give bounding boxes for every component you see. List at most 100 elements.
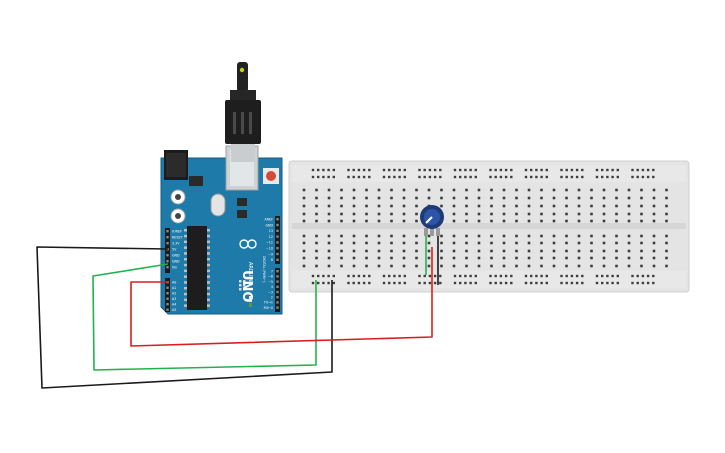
breadboard-hole[interactable]	[415, 249, 418, 253]
rail-hole[interactable]	[332, 168, 335, 172]
breadboard-hole[interactable]	[440, 256, 443, 260]
rail-hole[interactable]	[535, 175, 538, 179]
rail-hole[interactable]	[540, 175, 543, 179]
rail-hole[interactable]	[464, 281, 467, 285]
breadboard-hole[interactable]	[327, 204, 331, 208]
breadboard-hole[interactable]	[590, 196, 593, 200]
breadboard-hole[interactable]	[527, 241, 531, 245]
breadboard-hole[interactable]	[452, 212, 456, 216]
rail-hole[interactable]	[504, 175, 508, 179]
rail-hole[interactable]	[423, 281, 426, 285]
breadboard-hole[interactable]	[552, 219, 556, 223]
breadboard-hole[interactable]	[652, 212, 656, 216]
breadboard-hole[interactable]	[315, 249, 318, 253]
rail-hole[interactable]	[646, 274, 650, 278]
rail-hole[interactable]	[631, 281, 634, 285]
breadboard-hole[interactable]	[590, 249, 593, 253]
rail-hole[interactable]	[428, 175, 432, 179]
breadboard-hole[interactable]	[652, 204, 656, 208]
breadboard-hole[interactable]	[365, 256, 368, 260]
breadboard-hole[interactable]	[527, 234, 531, 238]
breadboard-hole[interactable]	[477, 256, 481, 260]
rail-hole[interactable]	[311, 168, 315, 172]
breadboard-hole[interactable]	[590, 212, 593, 216]
breadboard[interactable]	[288, 160, 690, 293]
rail-hole[interactable]	[530, 274, 533, 278]
breadboard-hole[interactable]	[565, 219, 568, 223]
breadboard-hole[interactable]	[640, 196, 643, 200]
breadboard-hole[interactable]	[315, 241, 318, 245]
breadboard-hole[interactable]	[440, 196, 443, 200]
rail-hole[interactable]	[322, 175, 325, 179]
header-pin[interactable]	[166, 303, 169, 306]
breadboard-hole[interactable]	[302, 196, 306, 200]
breadboard-hole[interactable]	[465, 249, 468, 253]
breadboard-hole[interactable]	[615, 212, 618, 216]
rail-hole[interactable]	[510, 175, 513, 179]
rail-hole[interactable]	[459, 175, 462, 179]
rail-hole[interactable]	[327, 168, 330, 172]
rail-hole[interactable]	[646, 168, 650, 172]
breadboard-hole[interactable]	[477, 212, 481, 216]
breadboard-hole[interactable]	[402, 256, 406, 260]
reset-button-cap[interactable]	[266, 171, 276, 181]
rail-hole[interactable]	[631, 274, 634, 278]
breadboard-hole[interactable]	[427, 241, 431, 245]
breadboard-hole[interactable]	[365, 204, 368, 208]
rail-hole[interactable]	[570, 168, 574, 172]
rail-hole[interactable]	[646, 281, 650, 285]
rail-hole[interactable]	[570, 281, 574, 285]
header-pin[interactable]	[166, 286, 169, 289]
breadboard-hole[interactable]	[340, 204, 343, 208]
rail-hole[interactable]	[428, 281, 432, 285]
rail-hole[interactable]	[641, 168, 645, 172]
breadboard-hole[interactable]	[365, 241, 368, 245]
breadboard-hole[interactable]	[490, 204, 493, 208]
breadboard-hole[interactable]	[565, 234, 568, 238]
breadboard-hole[interactable]	[527, 204, 531, 208]
breadboard-hole[interactable]	[665, 264, 668, 268]
rail-hole[interactable]	[459, 274, 462, 278]
breadboard-hole[interactable]	[552, 204, 556, 208]
rail-hole[interactable]	[510, 281, 513, 285]
rail-hole[interactable]	[641, 175, 645, 179]
rail-hole[interactable]	[581, 274, 584, 278]
breadboard-hole[interactable]	[552, 241, 556, 245]
breadboard-hole[interactable]	[390, 234, 393, 238]
rail-hole[interactable]	[388, 168, 391, 172]
rail-hole[interactable]	[388, 175, 391, 179]
breadboard-hole[interactable]	[627, 234, 631, 238]
rail-hole[interactable]	[616, 168, 619, 172]
rail-hole[interactable]	[595, 281, 599, 285]
breadboard-hole[interactable]	[327, 241, 331, 245]
rail-hole[interactable]	[510, 274, 513, 278]
breadboard-hole[interactable]	[377, 249, 381, 253]
breadboard-hole[interactable]	[527, 188, 531, 192]
breadboard-hole[interactable]	[377, 188, 381, 192]
breadboard-hole[interactable]	[540, 249, 543, 253]
rail-hole[interactable]	[382, 175, 386, 179]
breadboard-hole[interactable]	[552, 188, 556, 192]
breadboard-hole[interactable]	[365, 249, 368, 253]
header-pin[interactable]	[166, 266, 169, 269]
breadboard-hole[interactable]	[490, 256, 493, 260]
breadboard-hole[interactable]	[302, 212, 306, 216]
breadboard-hole[interactable]	[552, 264, 556, 268]
breadboard-hole[interactable]	[515, 204, 518, 208]
breadboard-hole[interactable]	[415, 204, 418, 208]
rail-hole[interactable]	[489, 168, 492, 172]
breadboard-hole[interactable]	[352, 256, 356, 260]
rail-hole[interactable]	[428, 168, 432, 172]
rail-hole[interactable]	[636, 168, 639, 172]
rail-hole[interactable]	[439, 281, 442, 285]
breadboard-hole[interactable]	[440, 241, 443, 245]
breadboard-hole[interactable]	[565, 212, 568, 216]
breadboard-hole[interactable]	[665, 241, 668, 245]
rail-hole[interactable]	[530, 175, 533, 179]
breadboard-hole[interactable]	[640, 264, 643, 268]
rail-hole[interactable]	[403, 168, 406, 172]
rail-hole[interactable]	[611, 168, 614, 172]
rail-hole[interactable]	[616, 274, 619, 278]
breadboard-hole[interactable]	[540, 241, 543, 245]
breadboard-hole[interactable]	[340, 241, 343, 245]
